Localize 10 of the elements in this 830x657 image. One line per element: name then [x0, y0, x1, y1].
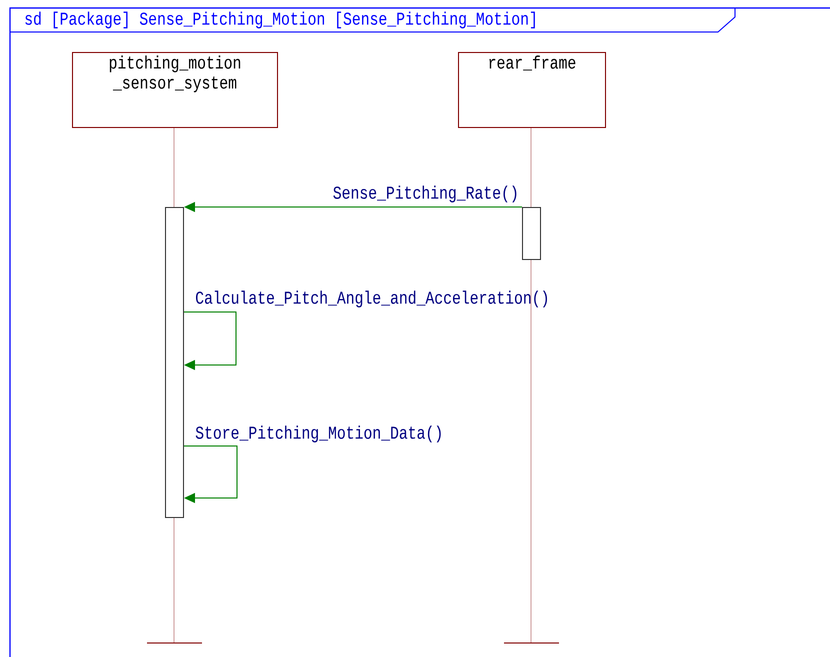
activation-bar: [522, 207, 541, 260]
message-label: Calculate_Pitch_Angle_and_Acceleration(): [196, 290, 547, 308]
message-label: Sense_Pitching_Rate(): [333, 186, 516, 202]
lifeline-head: rear_frame: [458, 52, 606, 128]
lifeline-head: pitching_motion _sensor_system: [72, 52, 278, 128]
message-arrow: [184, 312, 236, 370]
message-label: Store_Pitching_Motion_Data(): [196, 426, 441, 442]
frame-title-tab: sd [Package] Sense_Pitching_Motion [Sense_Pitching_Motion]: [10, 8, 736, 32]
activation-bar: [165, 207, 184, 518]
message-arrow: [184, 446, 238, 504]
